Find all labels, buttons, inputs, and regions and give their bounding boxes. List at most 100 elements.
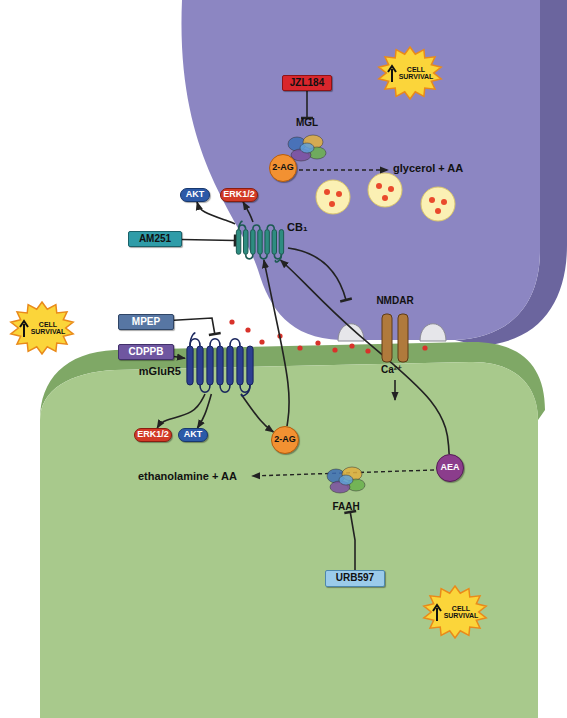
node-text: 2-AG	[272, 163, 294, 172]
glutamate-dot	[349, 343, 354, 348]
transmembrane-helix	[236, 230, 240, 255]
receptor-helices	[236, 221, 283, 262]
glutamate-dot	[429, 197, 435, 203]
receptor-loop	[230, 339, 240, 346]
glutamate-dot	[336, 191, 342, 197]
node-text: CELL SURVIVAL	[443, 605, 479, 620]
enzyme-structure	[327, 467, 365, 493]
channel-subunit	[398, 314, 408, 362]
node-text: CELL SURVIVAL	[30, 321, 66, 336]
transmembrane-helix	[258, 230, 262, 255]
free-label: Ca²⁺	[381, 364, 402, 375]
calcium-influx-arrow	[394, 380, 396, 400]
inhibition-connector	[306, 91, 308, 118]
activation-connector	[197, 394, 211, 428]
channel-pore	[382, 314, 408, 362]
starburst-shape	[11, 302, 73, 354]
activation-connector	[241, 394, 274, 432]
receptor-outline	[185, 334, 255, 394]
glutamate-dot	[245, 327, 250, 332]
node-text: AKT	[184, 430, 203, 439]
glutamate-dot	[422, 345, 427, 350]
transmembrane-helix	[197, 346, 203, 385]
transmembrane-helix	[279, 230, 283, 255]
receptor-helices	[187, 333, 253, 396]
transmembrane-helix	[237, 346, 243, 385]
node-text: AM251	[139, 234, 171, 245]
enzyme-subunit	[300, 143, 314, 153]
transmembrane-helix	[244, 230, 248, 255]
release-site	[338, 324, 364, 341]
activation-connector	[157, 394, 205, 428]
glutamate-dot	[259, 339, 264, 344]
release-site	[420, 324, 446, 341]
inhibition-connector	[182, 240, 235, 241]
glutamate-dot	[435, 208, 441, 214]
node-text: FAAH	[332, 502, 359, 513]
kinase-pill: AKT	[180, 188, 210, 202]
node-text: AEA	[440, 463, 459, 472]
ligand-circle: 2-AG	[271, 426, 299, 454]
vesicles	[316, 173, 455, 221]
receptor-loop	[190, 339, 200, 346]
node-text: 2-AG	[274, 435, 296, 444]
receptor-tail	[239, 221, 242, 229]
enzyme-faah: FAAH	[316, 462, 376, 512]
glutamate-dot	[277, 333, 282, 338]
transmembrane-helix	[251, 230, 255, 255]
node-text: ERK1/2	[223, 190, 255, 199]
glutamate-dot	[382, 195, 388, 201]
node-text: CDPPB	[128, 347, 163, 358]
transmembrane-helix	[265, 230, 269, 255]
receptor-loop	[220, 385, 230, 392]
receptor-cb1: CB₁	[235, 222, 285, 260]
inhibitor-box: JZL184	[282, 75, 332, 91]
node-text: MGL	[296, 118, 318, 129]
receptor-tail	[275, 254, 281, 262]
receptor-mglur5: mGluR5	[185, 334, 255, 394]
antagonist-box: AM251	[128, 231, 182, 247]
receptor-loop	[246, 254, 253, 259]
up-arrow-symbol	[388, 66, 396, 82]
free-label: glycerol + AA	[393, 162, 463, 174]
cell-survival-burst: CELL SURVIVAL	[378, 47, 442, 99]
receptor-outline	[235, 222, 285, 260]
cell-survival-burst: CELL SURVIVAL	[423, 586, 487, 638]
ligand-circle: 2-AG	[269, 154, 297, 182]
node-text: JZL184	[290, 78, 324, 89]
enzyme-structure	[288, 135, 326, 161]
ion-channel: NMDAR	[372, 296, 418, 362]
activation-connector	[243, 202, 253, 222]
glutamate-dot	[376, 183, 382, 189]
node-text: CELL SURVIVAL	[398, 66, 434, 81]
glutamate-dot	[297, 345, 302, 350]
node-text: ERK1/2	[137, 430, 169, 439]
transmembrane-helix	[217, 346, 223, 385]
transmembrane-helix	[227, 346, 233, 385]
presynaptic-terminal	[181, 0, 540, 340]
kinase-pill: ERK1/2	[134, 428, 172, 442]
release-inhibition-line	[288, 248, 346, 300]
activation-connector	[281, 260, 450, 454]
vesicle	[316, 180, 350, 214]
glutamate-dot	[329, 201, 335, 207]
cell-survival-burst: CELL SURVIVAL	[10, 302, 74, 354]
receptor-loop	[260, 254, 267, 259]
kinase-pill: AKT	[178, 428, 208, 442]
kinase-pill: ERK1/2	[220, 188, 258, 202]
activation-connector	[197, 202, 235, 224]
transmembrane-helix	[207, 346, 213, 385]
receptor-loop	[200, 385, 210, 392]
node-text: URB597	[336, 573, 374, 584]
glutamate-dot	[332, 347, 337, 352]
node-text: CB₁	[287, 222, 317, 234]
receptor-loop	[267, 225, 274, 230]
node-text: MPEP	[132, 317, 160, 328]
inhibition-connector	[174, 318, 215, 334]
agonist-box: CDPPB	[118, 344, 174, 360]
glutamate-dot	[324, 189, 330, 195]
receptor-loop	[210, 339, 220, 346]
transmembrane-helix	[187, 346, 193, 385]
